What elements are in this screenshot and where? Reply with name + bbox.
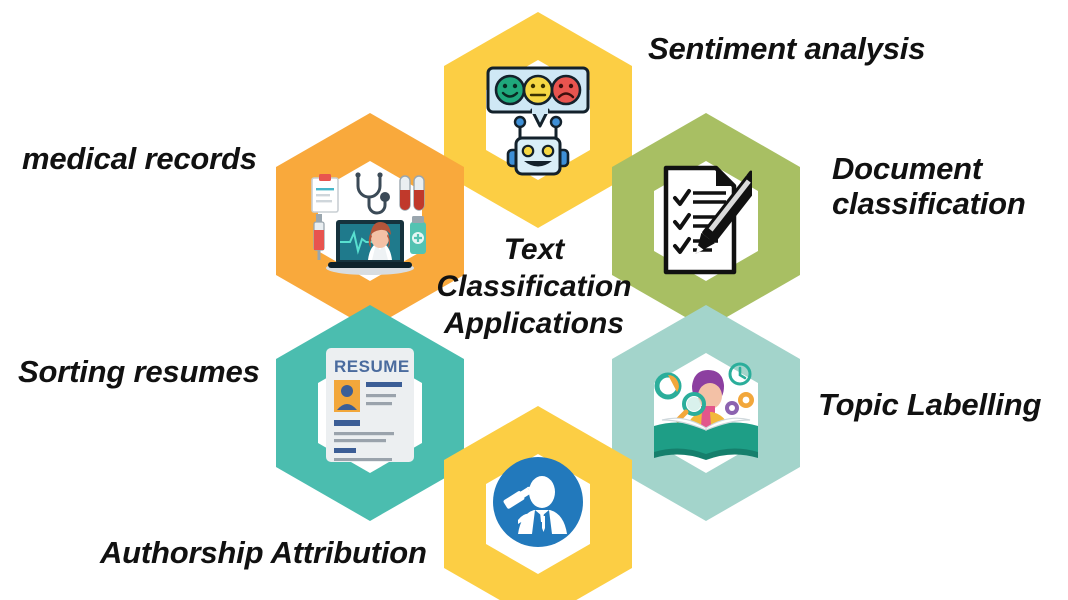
center-title: Text Classification Applications — [436, 233, 632, 340]
label-topic-labelling: Topic Labelling — [818, 387, 1042, 422]
label-authorship-attribution: Authorship Attribution — [100, 535, 427, 570]
label-document-classification: Document classification — [832, 151, 1026, 221]
sentiment-robot-icon — [486, 62, 590, 178]
svg-text:RESUME: RESUME — [334, 357, 410, 376]
label-medical-records: medical records — [22, 141, 257, 176]
reader-magnifier-book-icon — [648, 352, 764, 462]
checklist-document-pen-icon — [660, 162, 764, 278]
label-sorting-resumes: Sorting resumes — [18, 354, 260, 389]
author-writer-badge-icon — [492, 456, 584, 548]
label-sentiment-analysis: Sentiment analysis — [648, 31, 926, 66]
telemedicine-laptop-icon — [308, 164, 432, 278]
resume-document-icon: RESUME — [324, 346, 416, 464]
